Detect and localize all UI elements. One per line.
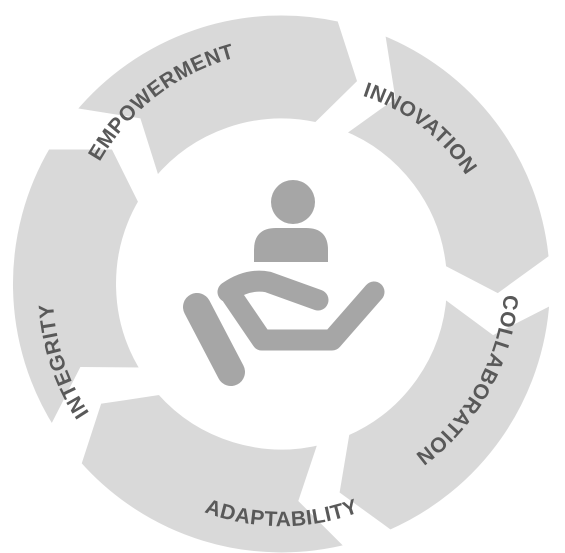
person-body-icon (254, 228, 328, 262)
cycle-segment-innovation (333, 25, 556, 302)
cycle-segment-integrity (6, 142, 152, 438)
person-head-icon (271, 180, 315, 224)
cycle-segments (6, 8, 557, 553)
person-on-hand-icon (183, 180, 385, 386)
cycle-segment-collaboration (331, 287, 557, 538)
cycle-segment-adaptability (73, 387, 357, 553)
hand-icon (183, 270, 385, 386)
cycle-segment-empowerment (65, 8, 365, 189)
